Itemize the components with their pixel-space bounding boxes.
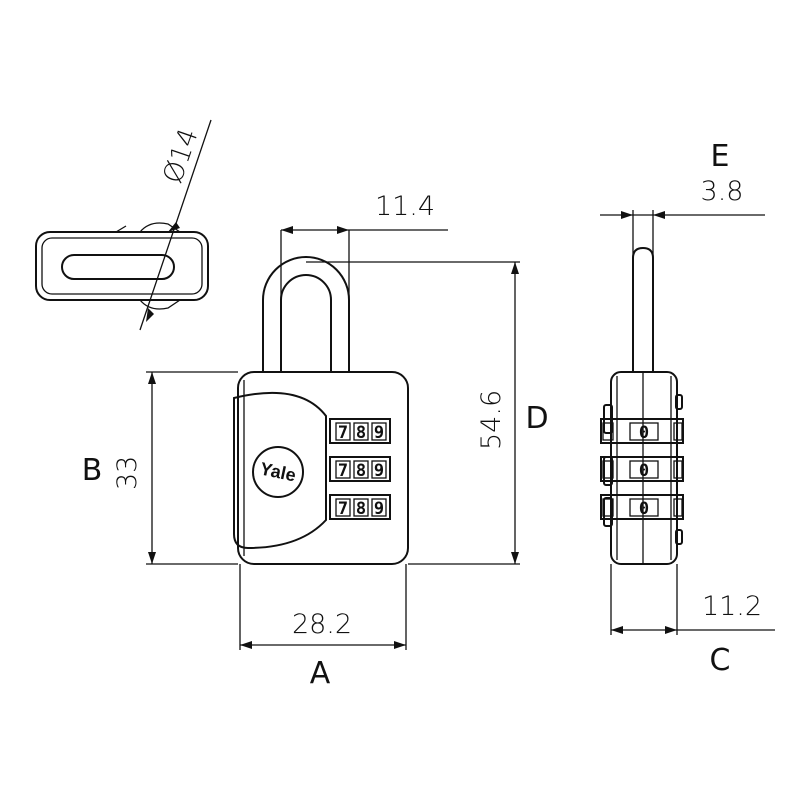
- wheel-digit: 7: [338, 499, 348, 519]
- side-wheel-3-left-box: [602, 498, 614, 517]
- wheel-digit: 8: [356, 499, 366, 519]
- side-wheel-window-3: [600, 494, 684, 520]
- dimension-letter-d: D: [525, 401, 548, 436]
- side-wheel-2-left-box: [602, 460, 614, 479]
- body-height-label: 33: [112, 456, 143, 490]
- side-bump-right-top: [675, 394, 683, 410]
- wheel-digit: 9: [374, 461, 384, 481]
- wheel-1-digit-3-box: [371, 422, 387, 441]
- wheel-window-3: [329, 494, 391, 520]
- wheel-row-3: 7 8 9: [329, 494, 391, 520]
- body-width-label: 28.2: [292, 609, 352, 640]
- wheel-digit: 9: [374, 499, 384, 519]
- logo-badge: [252, 446, 304, 498]
- wheel-3-digit-2-box: [353, 498, 369, 517]
- shackle-inner: [280, 274, 332, 372]
- body-depth-arrow-right: [665, 626, 677, 634]
- wheel-2-digit-3-box: [371, 460, 387, 479]
- dimension-letter-a: A: [310, 656, 331, 691]
- diameter-label: Ø14: [157, 125, 204, 188]
- body-height-arrow-bottom: [148, 552, 156, 564]
- wheel-1-digit-1-box: [335, 422, 351, 441]
- side-bump-left-3: [603, 497, 613, 527]
- shackle-width-arrow-right: [337, 226, 349, 234]
- side-wheel-digit: 0: [639, 499, 649, 519]
- wheel-3-digit-3-box: [371, 498, 387, 517]
- dimension-letter-b: B: [82, 453, 103, 488]
- total-height-arrow-top: [511, 262, 519, 274]
- side-wheel-1-center-box: [629, 422, 659, 441]
- diameter-arrow-top: [168, 222, 180, 232]
- wheel-row-2: 7 8 9: [329, 456, 391, 482]
- side-bump-right-bottom: [675, 529, 683, 545]
- side-wheel-1-right-box: [673, 422, 683, 441]
- wheel-1-digit-2-box: [353, 422, 369, 441]
- top-view-shackle-slot: [61, 254, 175, 280]
- front-view: Yale 7 8 9 7 8 9 7 8 9: [82, 191, 549, 691]
- top-view-tab: [115, 225, 127, 233]
- wheel-2-digit-1-box: [335, 460, 351, 479]
- wheel-digit: 9: [374, 423, 384, 443]
- side-wheel-2-center-box: [629, 460, 659, 479]
- body-depth-label: 11.2: [702, 591, 762, 622]
- side-wheel-row-1: 0: [600, 418, 684, 444]
- side-wheel-digit: 0: [639, 461, 649, 481]
- shackle-thickness-label: 3.8: [701, 176, 744, 207]
- shackle-width-arrow-left: [281, 226, 293, 234]
- side-wheel-window-1: [600, 418, 684, 444]
- shackle-width-label: 11.4: [375, 191, 435, 222]
- wheel-digit: 8: [356, 461, 366, 481]
- side-wheel-window-2: [600, 456, 684, 482]
- top-view-inner: [41, 237, 203, 295]
- body-height-arrow-top: [148, 372, 156, 384]
- wheel-digit: 7: [338, 461, 348, 481]
- wheel-digit: 8: [356, 423, 366, 443]
- wheel-window-1: [329, 418, 391, 444]
- body-depth-arrow-left: [611, 626, 623, 634]
- side-shackle: [632, 246, 654, 372]
- diameter-arrow-bottom: [146, 308, 154, 322]
- side-wheel-3-right-box: [673, 498, 683, 517]
- top-view-wheel-bump-top: [139, 222, 181, 233]
- wheel-row-1: 7 8 9: [329, 418, 391, 444]
- logo-cover-plate: [233, 391, 327, 550]
- body-width-arrow-left: [240, 641, 252, 649]
- wheel-window-2: [329, 456, 391, 482]
- side-wheel-2-right-box: [673, 460, 683, 479]
- side-view: 0 0 0 3.8 E 11.2 C: [600, 139, 775, 678]
- side-wheel-3-center-box: [629, 498, 659, 517]
- side-wheel-digit: 0: [639, 423, 649, 443]
- top-view: Ø14: [35, 119, 212, 331]
- side-wheel-1-left-box: [602, 422, 614, 441]
- wheel-digit: 7: [338, 423, 348, 443]
- shackle-thickness-arrow-right: [653, 211, 665, 219]
- dimension-letter-e: E: [711, 139, 730, 174]
- body-width-arrow-right: [394, 641, 406, 649]
- total-height-label: 54.6: [476, 390, 507, 450]
- shackle-thickness-arrow-left: [621, 211, 633, 219]
- total-height-arrow-bottom: [511, 552, 519, 564]
- side-wheel-row-3: 0: [600, 494, 684, 520]
- top-view-wheel-bump-bottom: [139, 299, 181, 310]
- wheel-2-digit-2-box: [353, 460, 369, 479]
- dimension-letter-c: C: [710, 643, 731, 678]
- wheel-3-digit-1-box: [335, 498, 351, 517]
- side-wheel-row-2: 0: [600, 456, 684, 482]
- shackle-outer: [262, 256, 350, 372]
- top-view-body: [35, 231, 209, 301]
